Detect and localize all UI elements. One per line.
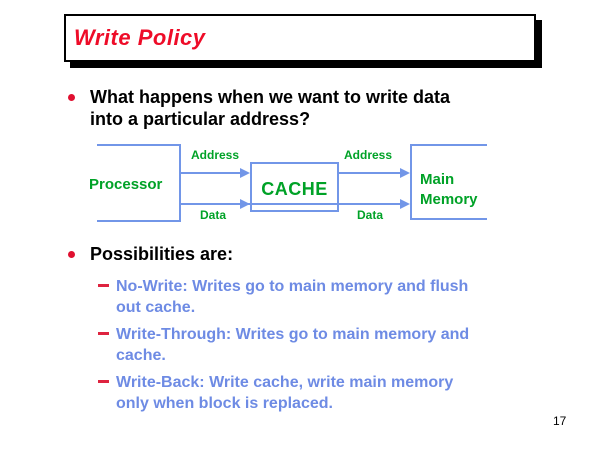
address-arrow-cache-to-memory	[339, 172, 402, 174]
data-label-right: Data	[357, 208, 384, 222]
processor-box	[97, 144, 181, 222]
data-line	[181, 203, 402, 205]
arrowhead-icon	[240, 199, 250, 209]
page-number: 17	[553, 414, 567, 428]
title-box: Write Policy	[64, 14, 536, 62]
bullet-item-question: What happens when we want to write data …	[68, 86, 528, 130]
address-arrow-processor-to-cache	[181, 172, 242, 174]
bullet-text: What happens when we want to write data …	[90, 87, 451, 129]
slide-title: Write Policy	[74, 25, 206, 50]
data-label-left: Data	[200, 208, 227, 222]
arrowhead-icon	[400, 199, 410, 209]
dash-icon	[98, 284, 109, 287]
bullet-item-possibilities: Possibilities are:	[68, 243, 528, 265]
processor-label: Processor	[89, 176, 163, 193]
sub-bullet-text: Write-Back: Write cache, write main memo…	[116, 374, 454, 412]
sub-bullet-list: No-Write: Writes go to main memory and f…	[98, 276, 558, 420]
sub-bullet-write-through: Write-Through: Writes go to main memory …	[98, 324, 558, 366]
dash-icon	[98, 332, 109, 335]
main-memory-label: Main Memory	[420, 171, 478, 208]
cache-label: CACHE	[261, 179, 328, 199]
sub-bullet-write-back: Write-Back: Write cache, write main memo…	[98, 372, 558, 414]
sub-bullet-text: Write-Through: Writes go to main memory …	[116, 326, 470, 364]
main-memory-box	[410, 144, 487, 220]
cache-box	[250, 162, 339, 212]
arrowhead-icon	[400, 168, 410, 178]
bullet-dot-icon	[68, 94, 75, 101]
address-label-left: Address	[191, 148, 240, 162]
bullet-text: Possibilities are:	[90, 244, 234, 264]
sub-bullet-text: No-Write: Writes go to main memory and f…	[116, 278, 469, 316]
arrowhead-icon	[240, 168, 250, 178]
dash-icon	[98, 380, 109, 383]
bullet-dot-icon	[68, 251, 75, 258]
sub-bullet-no-write: No-Write: Writes go to main memory and f…	[98, 276, 558, 318]
address-label-right: Address	[344, 148, 393, 162]
